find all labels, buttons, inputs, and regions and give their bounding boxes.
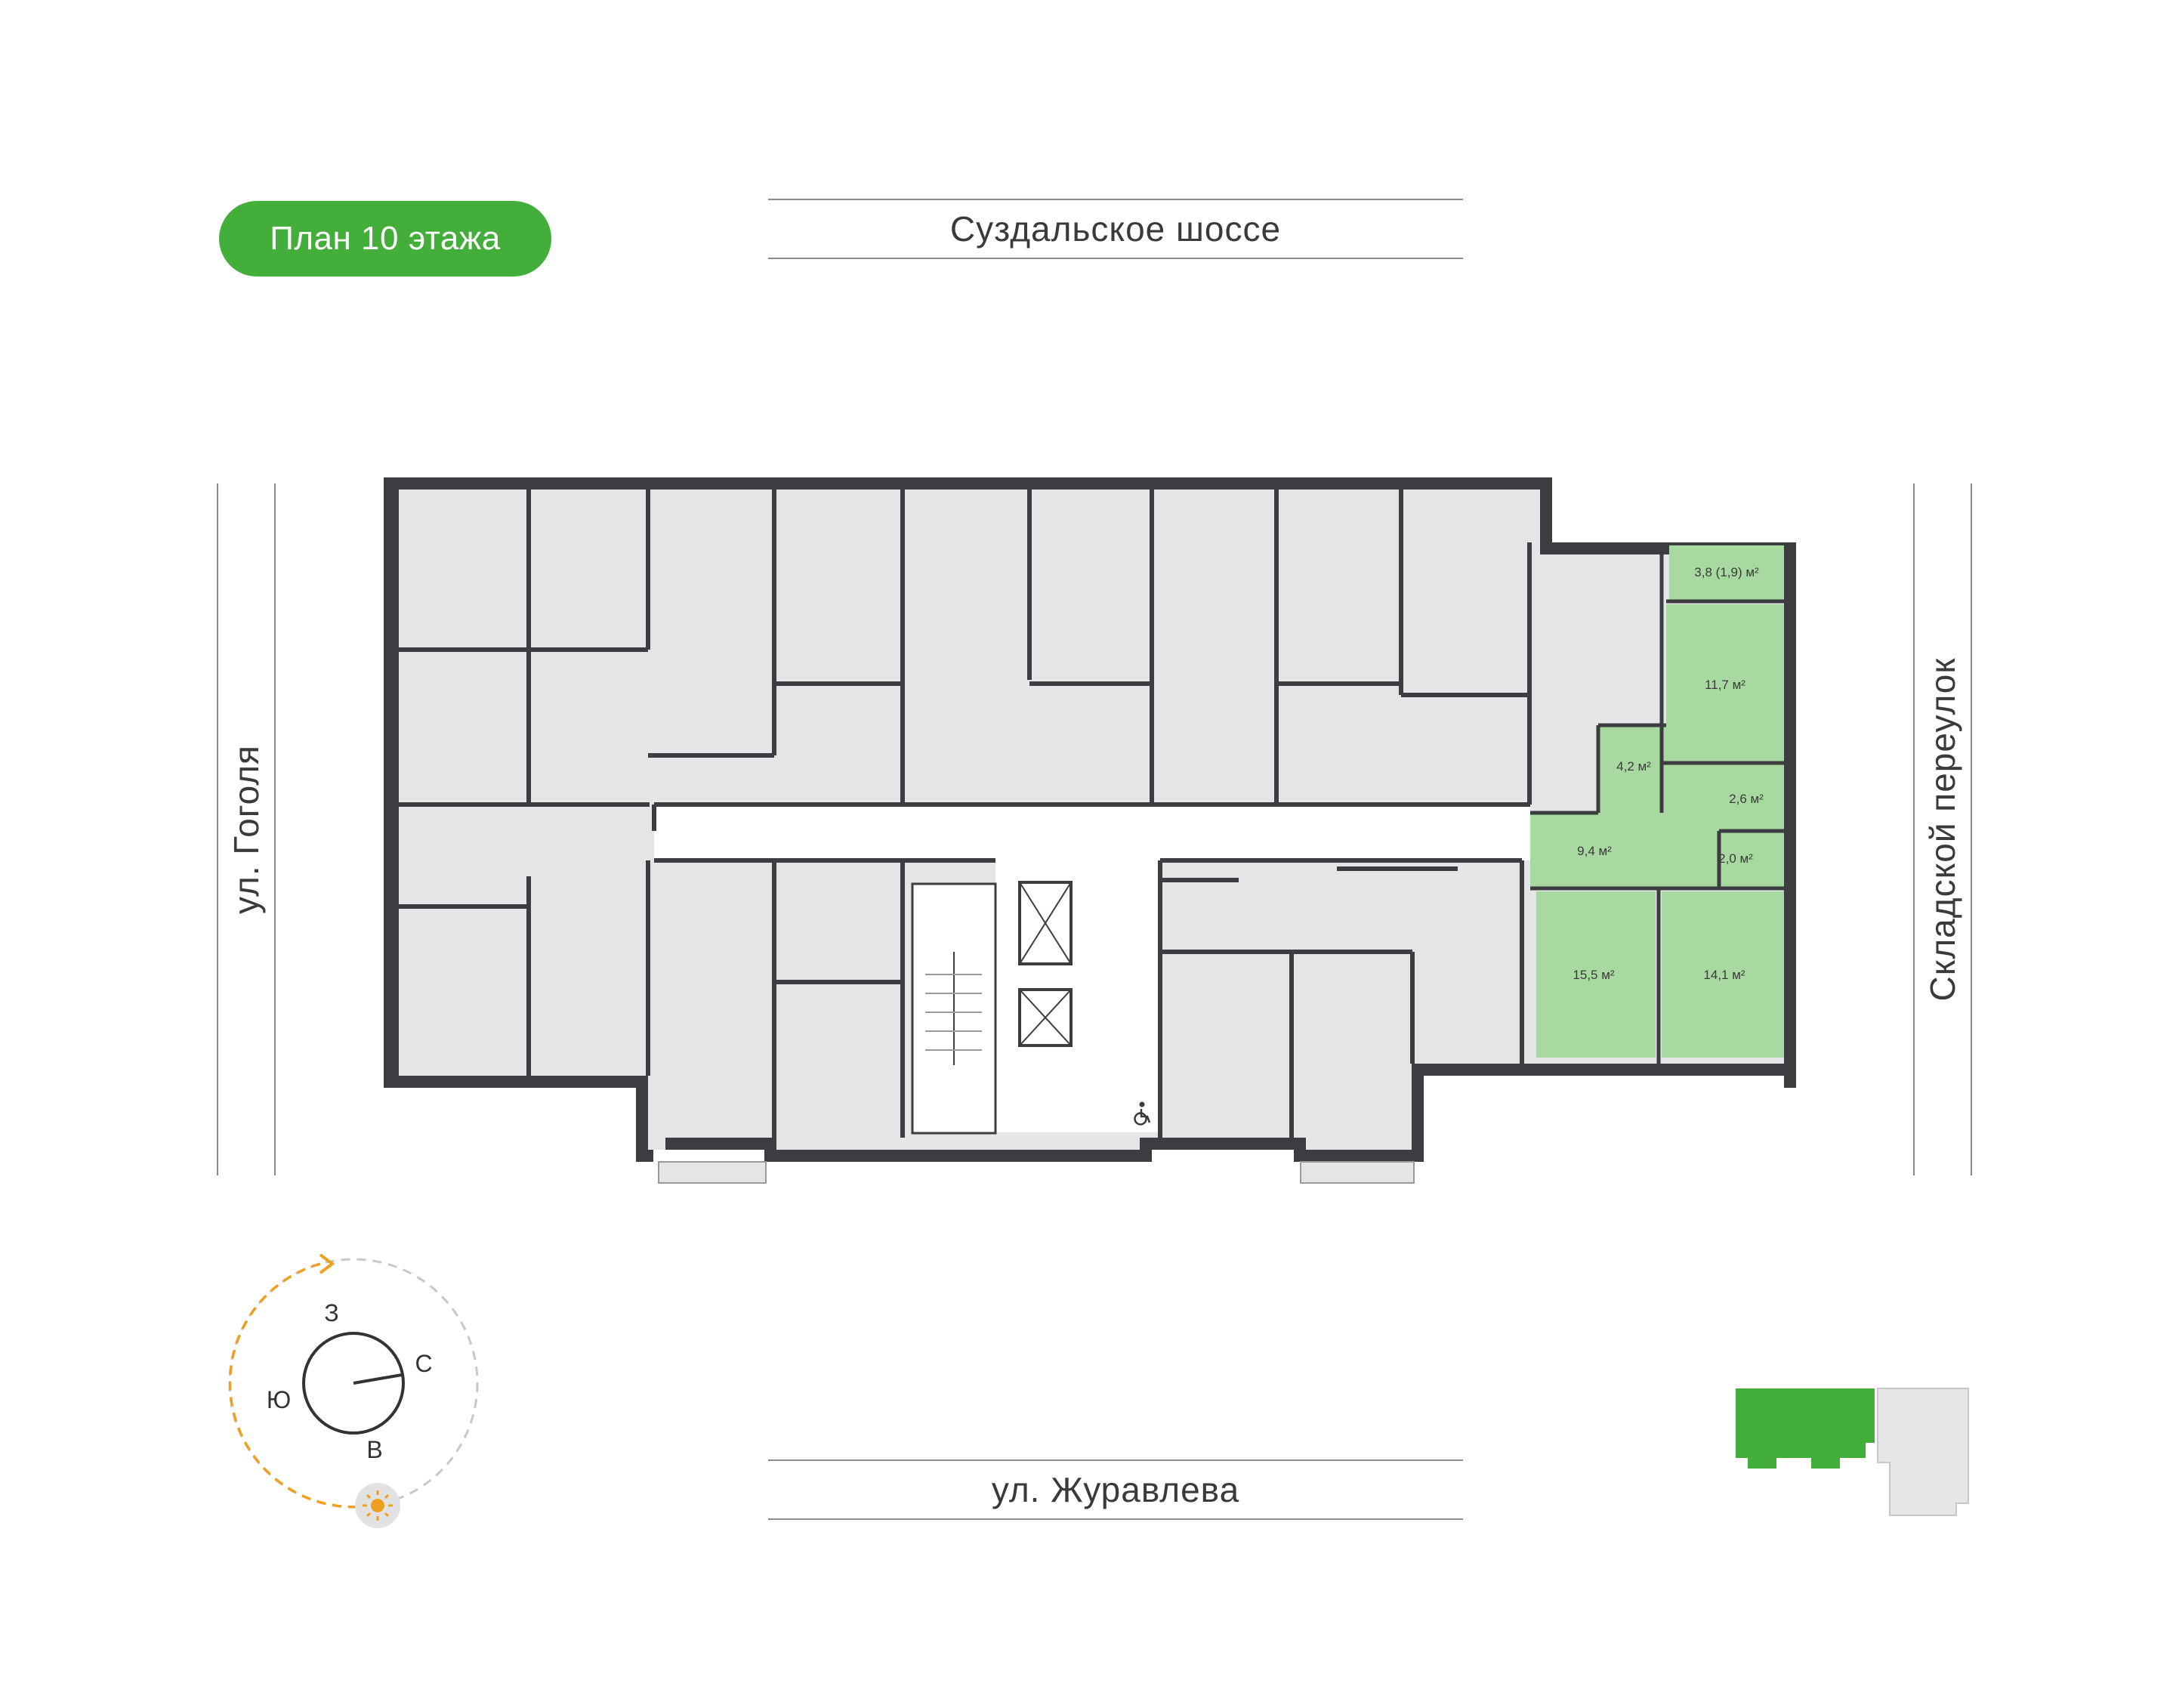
floor-title-badge: План 10 этажа — [219, 201, 551, 276]
room-balcony-area: 3,8 (1,9) м² — [1694, 565, 1759, 579]
compass: З С Ю В — [228, 1253, 479, 1528]
balconies — [658, 1161, 1415, 1184]
street-bottom: ул. Журавлева — [768, 1459, 1463, 1520]
street-left: ул. Гоголя — [217, 483, 276, 1175]
room-wc-area: 2,0 м² — [1718, 851, 1753, 866]
compass-south: Ю — [267, 1386, 291, 1413]
street-top: Суздальское шоссе — [768, 199, 1463, 259]
room-right-area: 14,1 м² — [1703, 968, 1745, 982]
room-bedroom-area: 11,7 м² — [1705, 678, 1745, 692]
compass-east: В — [366, 1436, 382, 1463]
street-bottom-label: ул. Журавлева — [991, 1470, 1240, 1509]
stairwell — [911, 882, 997, 1135]
highlighted-apartment — [1530, 542, 1784, 1064]
compass-north: С — [415, 1350, 432, 1377]
interior-walls — [399, 490, 1532, 1138]
room-left-area: 15,5 м² — [1573, 968, 1614, 982]
street-right: Складской переулок — [1913, 483, 1972, 1175]
sun-icon — [355, 1483, 400, 1528]
elevators — [1018, 881, 1073, 1047]
sun-path-arrow-icon — [319, 1253, 335, 1274]
room-bath-area: 2,6 м² — [1729, 792, 1764, 806]
room-storage-area: 4,2 м² — [1616, 759, 1651, 774]
apartment-area-labels: 3,8 (1,9) м² 11,7 м² 4,2 м² 2,6 м² 9,4 м… — [1573, 565, 1764, 982]
building-key-map — [1736, 1388, 1969, 1516]
street-top-label: Суздальское шоссе — [949, 209, 1282, 249]
room-hall-area: 9,4 м² — [1577, 844, 1612, 858]
wheelchair-icon — [1134, 1101, 1151, 1126]
compass-west: З — [324, 1299, 338, 1327]
